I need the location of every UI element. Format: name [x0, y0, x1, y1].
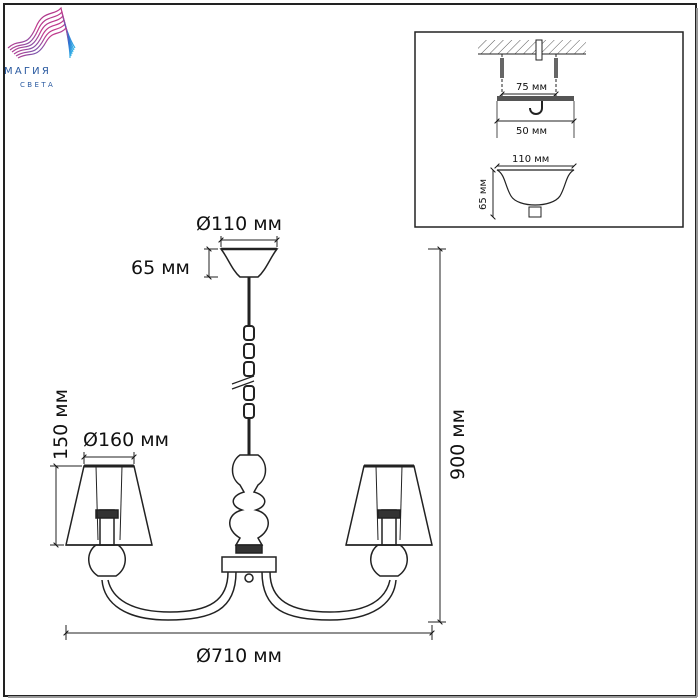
right-cup: [370, 544, 408, 577]
mounting-hook: [529, 101, 543, 115]
canopy-height-label: 65 мм: [131, 257, 190, 279]
ceiling-hatch: [478, 40, 586, 54]
logo-tagline: СВЕТА: [20, 81, 55, 89]
left-cup: [88, 544, 126, 577]
dimension-lines: [50, 236, 446, 640]
logo-wave-icon: [7, 6, 76, 59]
shade-diameter-label: Ø160 мм: [83, 429, 169, 451]
ceiling-canopy: [219, 248, 279, 278]
chandelier: [65, 247, 433, 621]
total-height-label: 900 мм: [447, 409, 469, 480]
mounting-inset: 75 мм 50 мм 110 мм 65 мм: [414, 31, 684, 228]
inset-canopy-width-label: 110 мм: [512, 154, 549, 165]
drawing-frame: [3, 3, 697, 697]
inset-canopy-height-label: 65 мм: [478, 179, 489, 210]
arm-hub: [221, 556, 277, 573]
inset-canopy: [496, 169, 575, 206]
inset-mount-spacing-label: 75 мм: [516, 82, 547, 93]
right-arm: [269, 571, 391, 613]
total-width-label: Ø710 мм: [196, 645, 282, 667]
logo-name: МАГИЯ: [4, 66, 51, 77]
mounting-plate: [497, 96, 574, 101]
left-arm: [107, 571, 229, 613]
chain: [243, 325, 255, 419]
brand-logo: МАГИЯ СВЕТА: [4, 6, 76, 89]
shade-height-label: 150 мм: [50, 389, 72, 460]
canopy-diameter-label: Ø110 мм: [196, 213, 282, 235]
inset-plate-width-label: 50 мм: [516, 126, 547, 137]
central-column: [229, 454, 269, 546]
